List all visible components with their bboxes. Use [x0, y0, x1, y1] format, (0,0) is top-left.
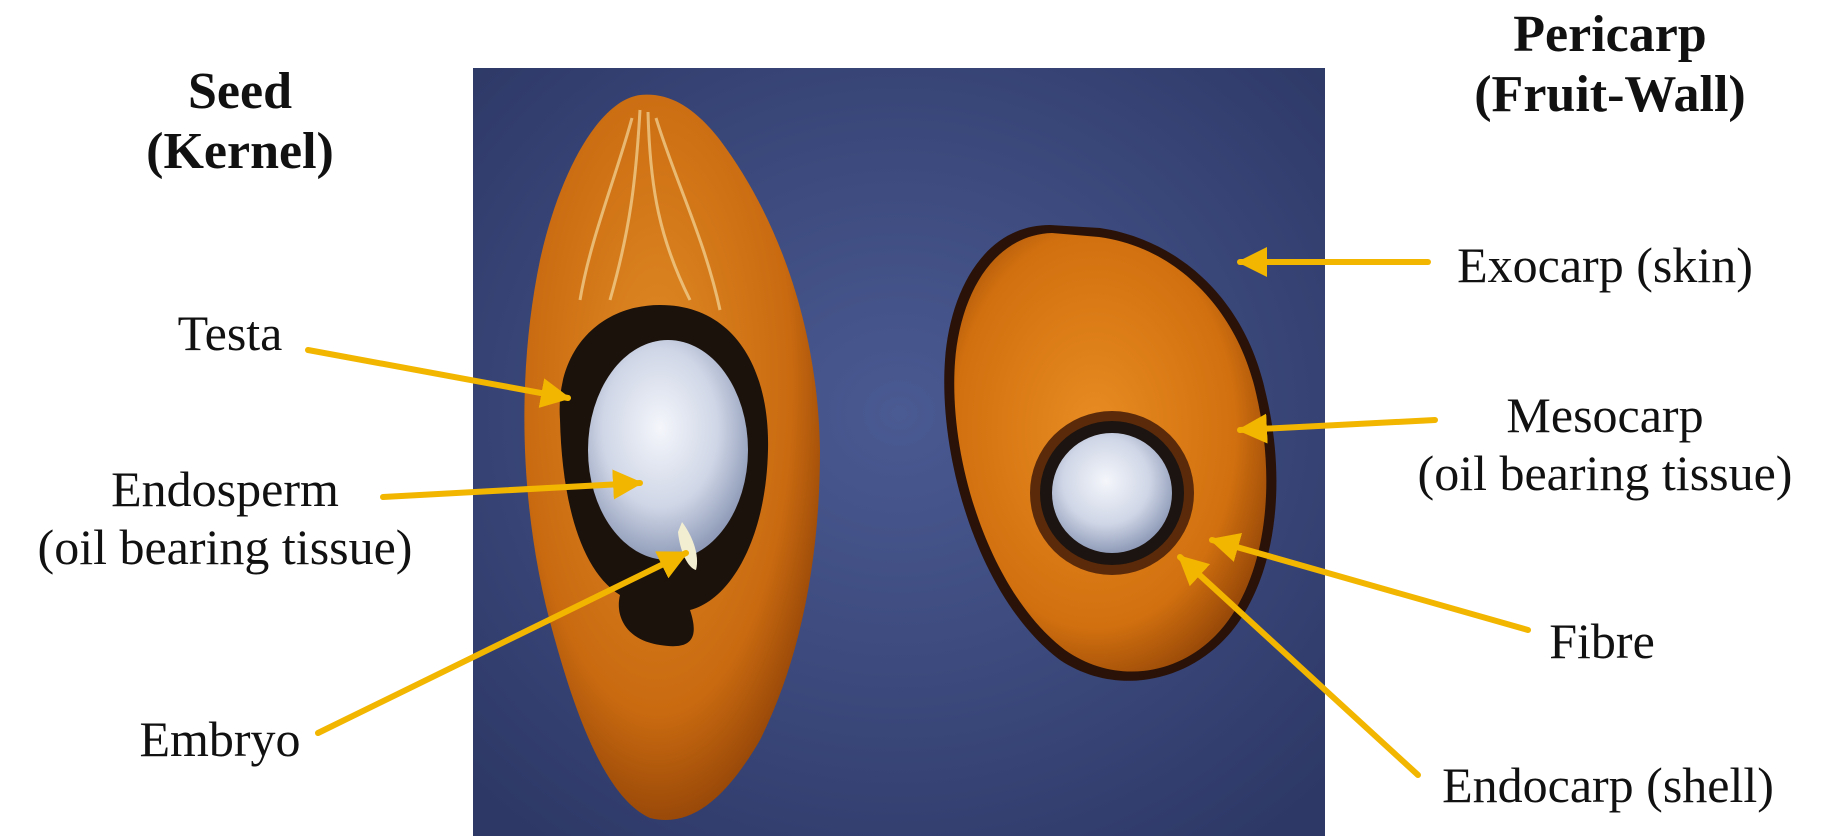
endosperm-label-line2: (oil bearing tissue) — [15, 518, 435, 576]
testa-label: Testa — [150, 304, 310, 362]
kernel — [1052, 433, 1172, 553]
pericarp-heading: Pericarp (Fruit-Wall) — [1430, 5, 1790, 125]
endosperm-label-line1: Endosperm — [15, 460, 435, 518]
mesocarp-label: Mesocarp (oil bearing tissue) — [1395, 386, 1815, 502]
endosperm-label: Endosperm (oil bearing tissue) — [15, 460, 435, 576]
endosperm — [588, 340, 748, 560]
fibre-label: Fibre — [1532, 612, 1672, 670]
seed-heading: Seed (Kernel) — [140, 62, 340, 182]
seed-heading-line2: (Kernel) — [140, 122, 340, 182]
pericarp-heading-line2: (Fruit-Wall) — [1430, 65, 1790, 125]
exocarp-label: Exocarp (skin) — [1435, 236, 1775, 294]
pericarp-heading-line1: Pericarp — [1430, 5, 1790, 65]
seed-heading-line1: Seed — [140, 62, 340, 122]
embryo-label: Embryo — [120, 710, 320, 768]
endocarp-label: Endocarp (shell) — [1418, 756, 1798, 814]
mesocarp-label-line2: (oil bearing tissue) — [1395, 444, 1815, 502]
mesocarp-label-line1: Mesocarp — [1395, 386, 1815, 444]
